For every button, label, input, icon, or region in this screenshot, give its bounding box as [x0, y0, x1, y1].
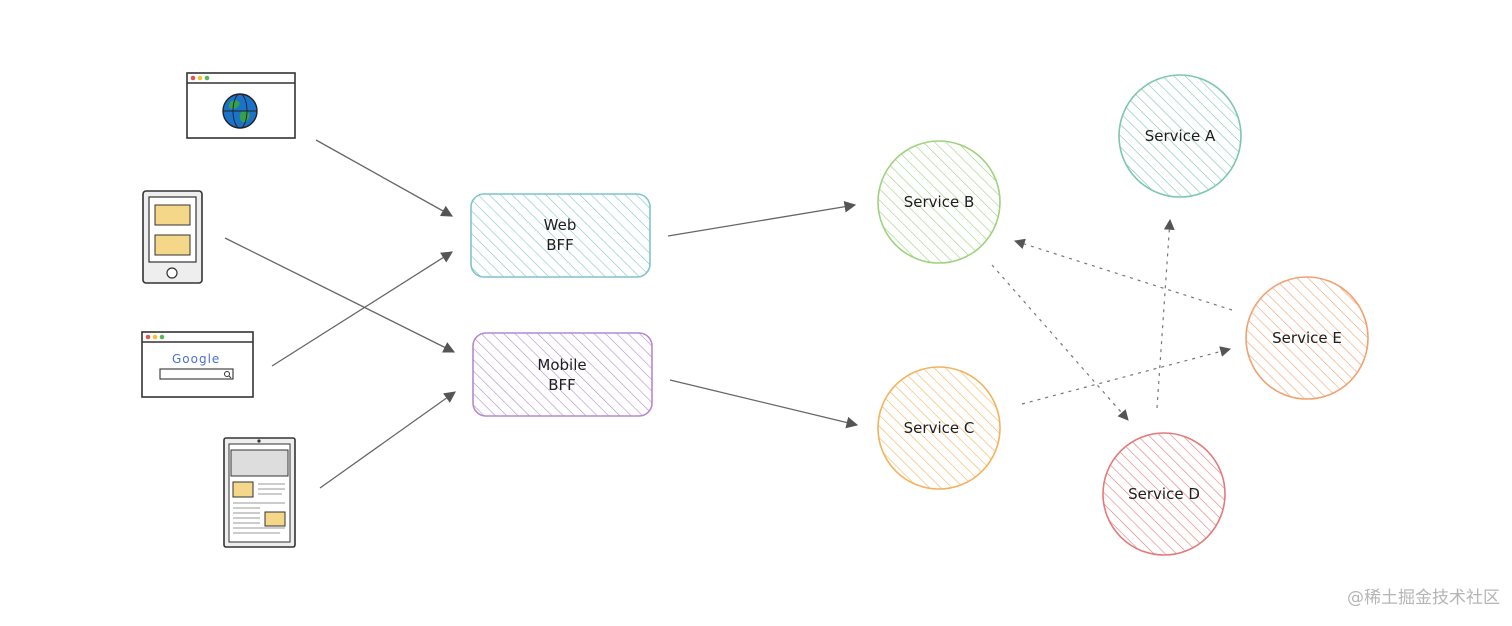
- service-e: Service E: [1245, 276, 1369, 400]
- search-brand-text: Google: [172, 352, 220, 366]
- arrow-web-bff-to-service-b: [667, 200, 857, 237]
- service-e-circle: [1245, 276, 1369, 400]
- search-bar: [159, 368, 234, 380]
- arrow-search-browser-to-web-bff: [271, 251, 453, 367]
- connections: [224, 139, 1233, 489]
- arrow-service-c-to-service-e: [1021, 346, 1232, 405]
- mobile-phone-client: [142, 190, 203, 284]
- globe-icon: [222, 93, 258, 129]
- arrow-service-d-to-service-a: [1156, 218, 1175, 409]
- service-c-label: Service C: [904, 419, 975, 437]
- service-c-circle: [877, 366, 1001, 490]
- web-bff-box: [470, 193, 651, 278]
- mobile-bff-label-line2: BFF: [548, 376, 576, 394]
- service-a-circle: [1118, 74, 1242, 198]
- service-b: Service B: [877, 140, 1001, 264]
- mobile-bff-box: [472, 332, 653, 417]
- mobile-bff: Mobile BFF: [472, 332, 653, 417]
- search-icon: [224, 371, 232, 379]
- service-d-label: Service D: [1128, 485, 1200, 503]
- service-e-label: Service E: [1272, 329, 1342, 347]
- service-a: Service A: [1118, 74, 1242, 198]
- service-b-label: Service B: [904, 193, 975, 211]
- arrow-service-e-to-service-b: [1013, 238, 1233, 311]
- tablet-client: [223, 437, 296, 548]
- arrow-mobile-phone-to-mobile-bff: [224, 237, 456, 353]
- arrow-service-b-to-service-d: [991, 264, 1129, 421]
- service-c: Service C: [877, 366, 1001, 490]
- arrow-tablet-to-mobile-bff: [319, 391, 456, 489]
- web-bff-label-line2: BFF: [546, 236, 574, 254]
- service-a-label: Service A: [1145, 127, 1216, 145]
- watermark: @稀土掘金技术社区: [1347, 588, 1500, 608]
- search-browser-client: Google: [141, 331, 254, 398]
- arrow-mobile-bff-to-service-c: [669, 379, 859, 429]
- service-d: Service D: [1102, 432, 1226, 556]
- service-b-circle: [877, 140, 1001, 264]
- mobile-bff-label-line1: Mobile: [537, 356, 586, 374]
- arrow-web-browser-to-web-bff: [315, 139, 454, 217]
- web-browser-client: [186, 72, 296, 139]
- service-d-circle: [1102, 432, 1226, 556]
- web-bff: Web BFF: [470, 193, 651, 278]
- web-bff-label-line1: Web: [544, 216, 577, 234]
